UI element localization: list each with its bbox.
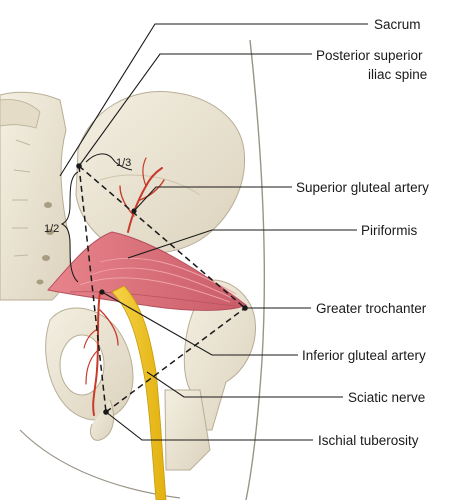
body-outline (245, 39, 266, 500)
one-third-bracket (85, 153, 133, 171)
ischium (45, 307, 134, 441)
label-piriformis: Piriformis (361, 223, 417, 238)
label-sciatic-nerve: Sciatic nerve (348, 390, 425, 405)
label-psis-line2: iliac spine (368, 67, 427, 82)
label-psis-line1: Posterior superior (316, 48, 423, 63)
one-half-label: 1/2 (44, 223, 59, 235)
svg-text:1/3: 1/3 (116, 157, 131, 169)
label-ischial-tuberosity: Ischial tuberosity (318, 433, 419, 448)
inferior-gluteal-artery (83, 291, 119, 416)
one-half-bracket (60, 171, 79, 283)
one-third-label: 1/3 (116, 157, 131, 169)
label-inferior-gluteal-artery: Inferior gluteal artery (302, 348, 426, 363)
label-superior-gluteal-artery: Superior gluteal artery (296, 180, 429, 195)
sacrum (0, 91, 71, 301)
landmark-dashed-lines (78, 165, 246, 413)
leader-lines (59, 23, 368, 441)
superior-gluteal-artery (119, 157, 165, 233)
piriformis-muscle (47, 231, 247, 311)
ilium (75, 91, 246, 255)
label-greater-trochanter: Greater trochanter (316, 301, 427, 316)
label-sacrum: Sacrum (374, 17, 421, 32)
